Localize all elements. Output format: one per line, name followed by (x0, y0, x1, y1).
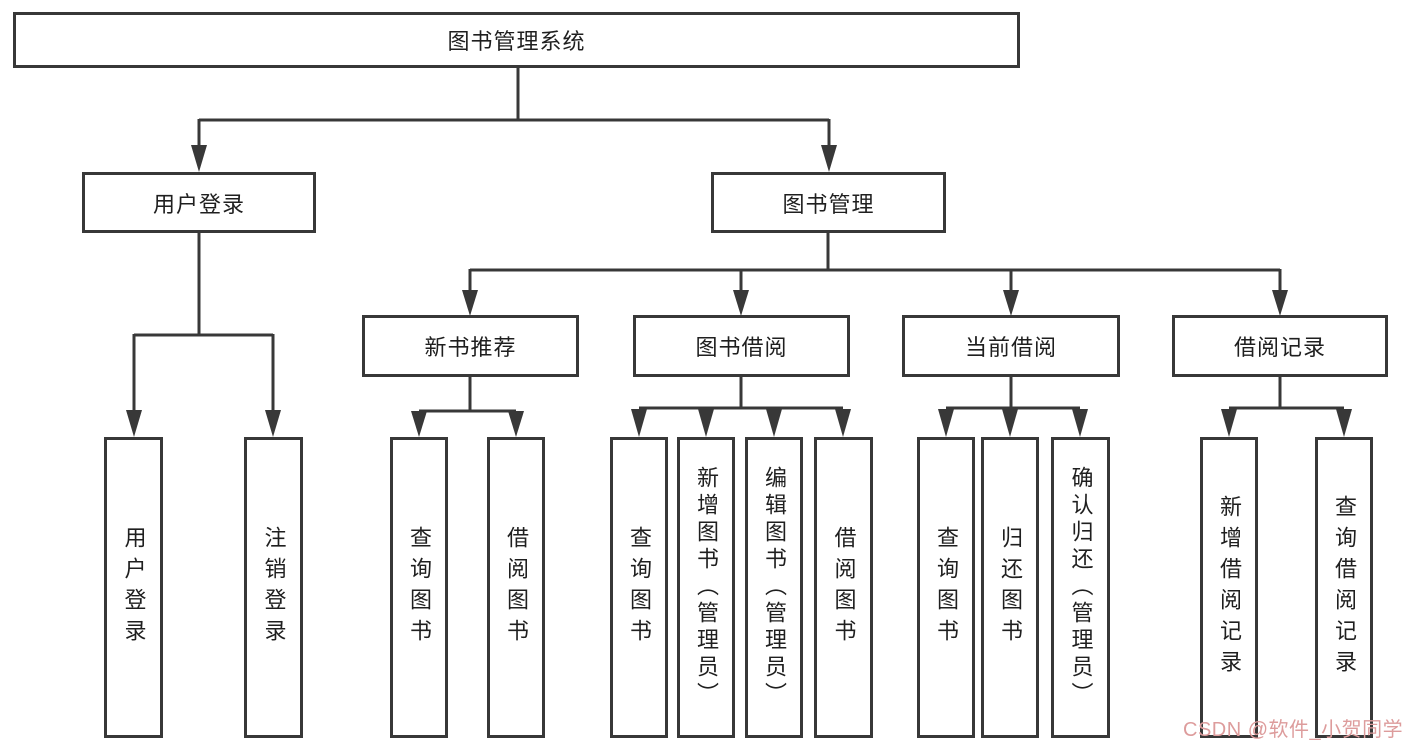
node-current-borrowing: 当前借阅 (902, 315, 1120, 377)
leaf-label: 新增图书（管理员） (694, 466, 719, 709)
connector-borrowing-records-to-leaves (1221, 377, 1352, 437)
arrow-head-icon (938, 409, 954, 437)
leaf-label: 注销登录 (261, 525, 287, 650)
leaf-query-books-current: 查询图书 (917, 437, 975, 738)
leaf-borrow-books-borrowing: 借阅图书 (814, 437, 873, 738)
node-borrowing-records: 借阅记录 (1172, 315, 1388, 377)
leaf-user-login: 用户登录 (104, 437, 163, 738)
leaf-label: 新增借阅记录 (1217, 494, 1242, 681)
arrow-head-icon (631, 409, 647, 437)
node-new-book-recommend: 新书推荐 (362, 315, 579, 377)
arrow-head-icon (265, 410, 281, 437)
leaf-label: 查询图书 (934, 525, 959, 650)
node-label: 借阅记录 (1233, 335, 1326, 360)
leaf-return-books: 归还图书 (981, 437, 1039, 738)
node-book-management: 图书管理 (711, 172, 946, 233)
leaf-label: 归还图书 (998, 525, 1023, 650)
connector-user-login-to-leaves (126, 233, 281, 437)
arrow-head-icon (1272, 290, 1288, 316)
leaf-logout: 注销登录 (244, 437, 303, 738)
leaf-label: 查询图书 (627, 525, 652, 650)
arrow-head-icon (508, 411, 524, 437)
arrow-head-icon (1336, 409, 1352, 437)
leaf-query-books-borrowing: 查询图书 (610, 437, 668, 738)
node-label: 新书推荐 (424, 335, 517, 360)
arrow-head-icon (462, 290, 478, 316)
arrow-head-icon (1221, 409, 1237, 437)
arrow-head-icon (766, 409, 782, 437)
arrow-head-icon (733, 290, 749, 316)
node-label: 当前借阅 (964, 335, 1057, 360)
arrow-head-icon (411, 411, 427, 437)
leaf-label: 确认归还（管理员） (1068, 466, 1094, 709)
node-user-login: 用户登录 (82, 172, 316, 233)
leaf-add-borrow-record: 新增借阅记录 (1200, 437, 1258, 738)
node-root-system: 图书管理系统 (13, 12, 1020, 68)
arrow-head-icon (191, 145, 207, 172)
leaf-label: 用户登录 (121, 525, 147, 650)
leaf-label: 借阅图书 (831, 525, 857, 650)
node-label: 图书借阅 (695, 335, 788, 360)
leaf-borrow-books-recommend: 借阅图书 (487, 437, 545, 738)
node-book-borrowing: 图书借阅 (633, 315, 850, 377)
arrow-head-icon (1002, 409, 1018, 437)
leaf-add-books-admin: 新增图书（管理员） (677, 437, 735, 738)
leaf-confirm-return-admin: 确认归还（管理员） (1051, 437, 1110, 738)
node-label: 用户登录 (152, 191, 245, 217)
connector-root-to-level2 (191, 68, 837, 172)
node-label: 图书管理 (782, 191, 875, 217)
arrow-head-icon (126, 410, 142, 437)
connector-new-book-recommend-to-leaves (411, 377, 524, 437)
arrow-head-icon (1072, 409, 1088, 437)
arrow-head-icon (821, 145, 837, 172)
leaf-query-borrow-record: 查询借阅记录 (1315, 437, 1373, 738)
arrow-head-icon (698, 409, 714, 437)
arrow-head-icon (835, 409, 851, 437)
connector-current-borrowing-to-leaves (938, 377, 1088, 437)
connector-book-management-to-level3 (462, 233, 1288, 316)
leaf-edit-books-admin: 编辑图书（管理员） (745, 437, 803, 738)
arrow-head-icon (1003, 290, 1019, 316)
leaf-label: 查询借阅记录 (1332, 494, 1357, 681)
connector-book-borrowing-to-leaves (631, 377, 851, 437)
leaf-query-books-recommend: 查询图书 (390, 437, 448, 738)
leaf-label: 借阅图书 (504, 525, 529, 650)
csdn-watermark: CSDN @软件_小贺同学 (1183, 719, 1404, 741)
node-label: 图书管理系统 (447, 29, 586, 54)
leaf-label: 编辑图书（管理员） (762, 466, 787, 709)
leaf-label: 查询图书 (407, 525, 432, 650)
